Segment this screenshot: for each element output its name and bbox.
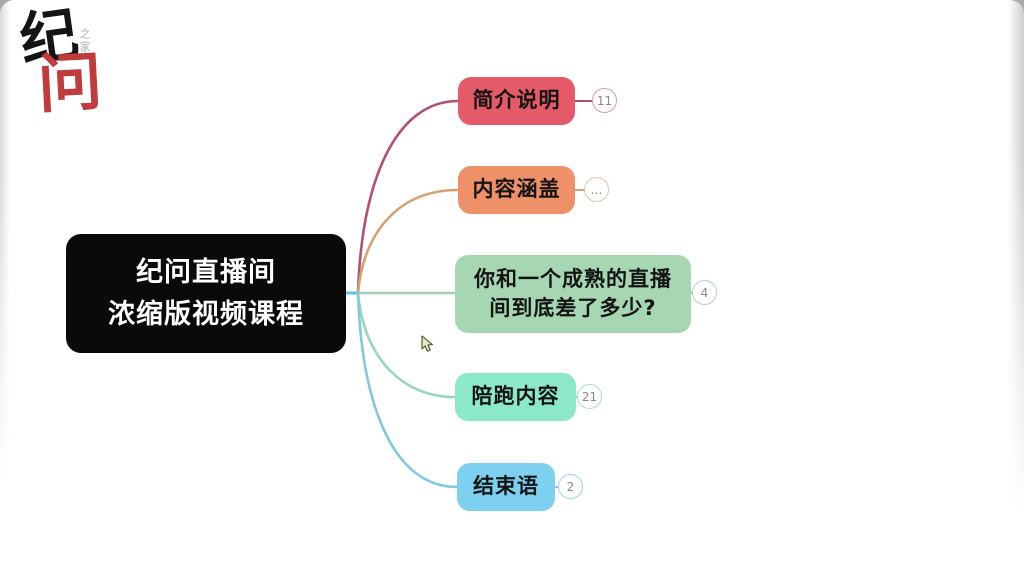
- branch-node-intro[interactable]: 简介说明: [458, 77, 575, 125]
- logo-character-wen: 问: [36, 44, 104, 123]
- brand-logo: 纪 之家 问: [14, 0, 104, 123]
- branch-node-gap-question[interactable]: 你和一个成熟的直播 间到底差了多少?: [455, 255, 691, 333]
- branch-label-line2: 间到底差了多少?: [489, 296, 657, 320]
- root-topic-title-line2: 浓缩版视频课程: [108, 298, 304, 330]
- branch-label: 内容涵盖: [472, 177, 561, 202]
- connector-branch-4: [356, 291, 457, 399]
- badge-count: 4: [700, 285, 709, 300]
- branch-node-coverage[interactable]: 内容涵盖: [458, 166, 575, 214]
- frame-edge-shade-left: [0, 0, 10, 569]
- connector-branch-5: [356, 291, 459, 489]
- collapse-badge-closing[interactable]: 2: [558, 474, 583, 499]
- connector-branch-1: [356, 99, 460, 295]
- badge-count: 21: [581, 389, 598, 404]
- badge-count: 2: [566, 479, 575, 494]
- frame-edge-shade-right: [1008, 0, 1024, 569]
- logo-small-caption: 之家: [78, 28, 91, 54]
- mouse-cursor-icon: [421, 335, 433, 352]
- root-topic-title-line1: 纪问直播间: [136, 256, 276, 288]
- branch-node-closing[interactable]: 结束语: [457, 463, 555, 511]
- connector-branch-2: [356, 188, 460, 295]
- collapse-badge-intro[interactable]: 11: [592, 88, 617, 113]
- branch-node-coaching[interactable]: 陪跑内容: [455, 373, 576, 421]
- collapse-badge-gap-question[interactable]: 4: [692, 280, 717, 305]
- badge-count: …: [590, 182, 603, 197]
- branch-label: 陪跑内容: [471, 384, 560, 409]
- collapse-badge-coverage[interactable]: …: [584, 177, 609, 202]
- collapse-badge-coaching[interactable]: 21: [577, 384, 602, 409]
- badge-count: 11: [596, 93, 613, 108]
- branch-label: 结束语: [473, 474, 539, 499]
- branch-label: 简介说明: [472, 88, 561, 113]
- root-topic-node[interactable]: 纪问直播间 浓缩版视频课程: [66, 234, 346, 353]
- branch-label-line1: 你和一个成熟的直播: [474, 266, 672, 291]
